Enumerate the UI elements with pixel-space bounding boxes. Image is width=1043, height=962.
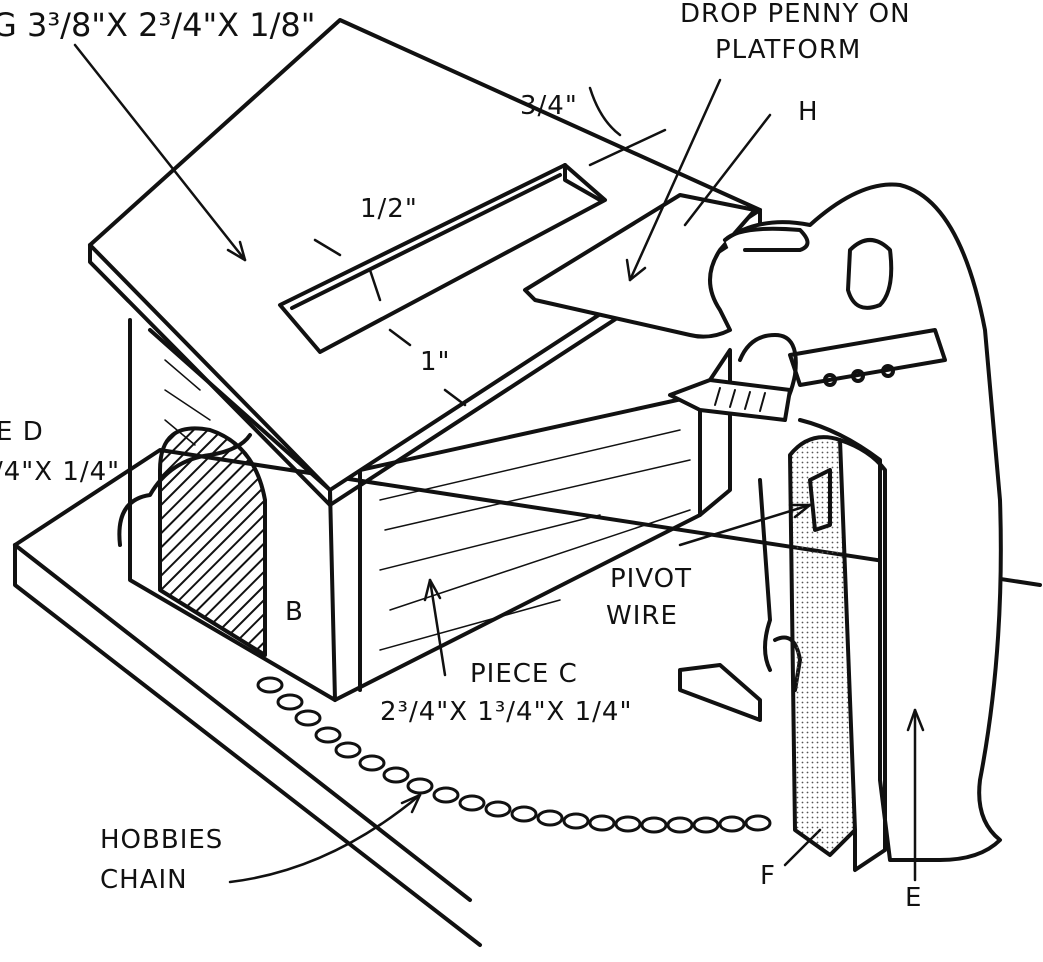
piece-h-label: H <box>798 97 819 127</box>
platform-h <box>523 193 757 339</box>
piece-d-dimension-label: /4"X 1/4" <box>0 457 121 487</box>
base-board <box>13 448 1042 947</box>
drop-penny-label: DROP PENNY ON <box>680 0 911 29</box>
upright-post-f <box>788 435 887 872</box>
lever-arm <box>668 378 792 422</box>
piece-f-label: F <box>760 861 776 891</box>
roof-piece-g <box>88 18 762 507</box>
house-body <box>128 318 732 702</box>
piece-c-label-line1: PIECE C <box>470 659 578 689</box>
leader-lines <box>73 43 925 884</box>
slot-width-label: 1/2" <box>360 194 418 224</box>
piece-b-label: B <box>285 597 304 627</box>
piece-e-label: E <box>905 883 923 913</box>
edge-offset-label: 1" <box>420 347 451 377</box>
pivot-label-line2: WIRE <box>606 601 678 631</box>
pivot-label-line1: PIVOT <box>610 564 693 594</box>
roof-dimension-label: G 3³/8"X 2³/4"X 1/8" <box>0 6 316 44</box>
hobbies-chain <box>256 676 772 834</box>
kennel-doorway <box>117 426 267 657</box>
slot-offset-label: 3/4" <box>520 91 578 121</box>
piece-d-label: E D <box>0 417 44 447</box>
chain-label-line2: CHAIN <box>100 865 188 895</box>
piece-c-dimension-label: 2³/4"X 1³/4"X 1/4" <box>380 697 633 727</box>
chain-label-line1: HOBBIES <box>100 825 224 855</box>
platform-label: PLATFORM <box>715 35 862 65</box>
